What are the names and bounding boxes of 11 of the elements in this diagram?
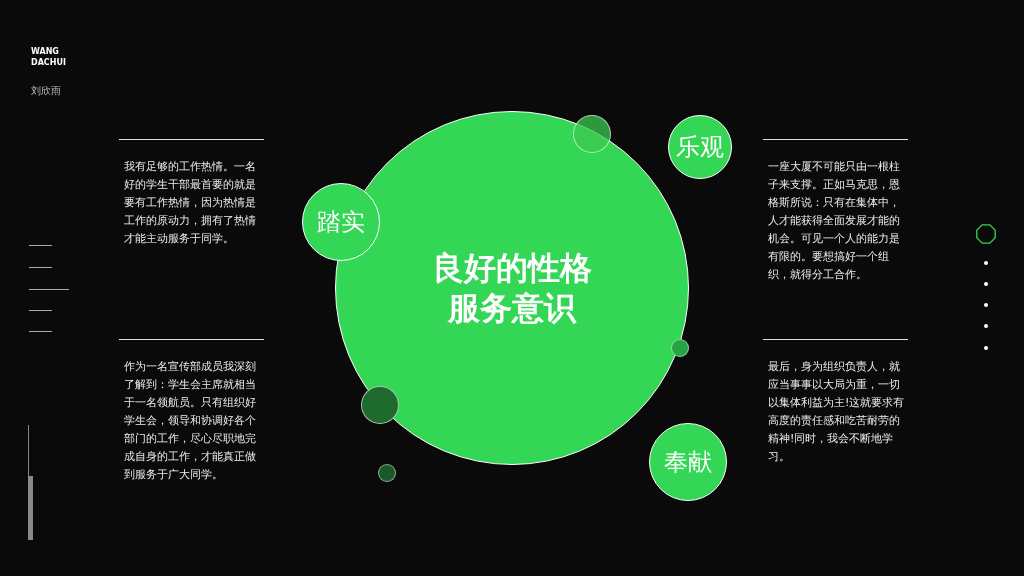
bubble-circle [378,464,396,482]
main-heading: 良好的性格服务意识 [431,248,593,328]
body-paragraph: 最后，身为组织负责人，就应当事事以大局为重，一切以集体利益为主!这就要求有高度的责任感和吃苦耐劳的精神!同时，我会不断地学习。 [768,359,906,465]
topic-label: 奉献 [664,447,712,477]
body-paragraph: 我有足够的工作热情。一名好的学生干部最首要的就是要有工作热情，因为热情是工作的原动力，拥有了热情才能主动服务于同学。 [124,159,257,247]
body-paragraph: 一座大厦不可能只由一根柱子来支撑。正如马克思，恩格斯所说：只有在集体中，人才能获得全面发展才能的机会。可见一个人的能力是有限的。要想搞好一个组织，就得分工合作。 [768,159,901,283]
author-name: 刘欣雨 [31,84,62,97]
body-paragraph: 作为一名宣传部成员我深刻了解到：学生会主席就相当于一名领航员。只有组织好学生会，领导和协调好各个部门的工作，尽心尽职地完成自身的工作，才能真正做到服务于广大同学。 [124,359,257,483]
topic-label: 乐观 [676,132,724,162]
topic-label: 踏实 [317,207,365,237]
author-name: WANG DACHUI [31,46,67,68]
